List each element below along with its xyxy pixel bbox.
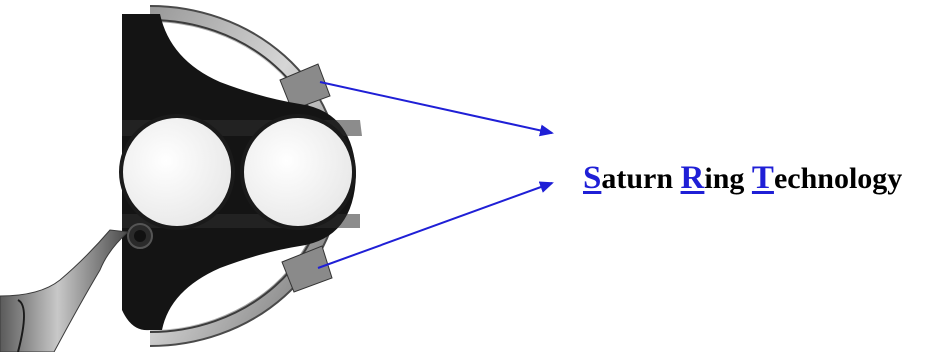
word-ring-rest: ing bbox=[704, 162, 752, 195]
alignment-disc-right bbox=[242, 116, 354, 228]
saturn-ring-technology-label: Saturn Ring Technology bbox=[583, 160, 902, 197]
word-technology-rest: echnology bbox=[774, 162, 902, 195]
initial-s: S bbox=[583, 160, 601, 196]
initial-r: R bbox=[681, 160, 705, 196]
putter-shaft bbox=[0, 230, 128, 352]
word-saturn-rest: aturn bbox=[601, 162, 680, 195]
putter-head bbox=[0, 6, 362, 352]
alignment-disc-left bbox=[121, 116, 233, 228]
initial-t: T bbox=[752, 160, 774, 196]
